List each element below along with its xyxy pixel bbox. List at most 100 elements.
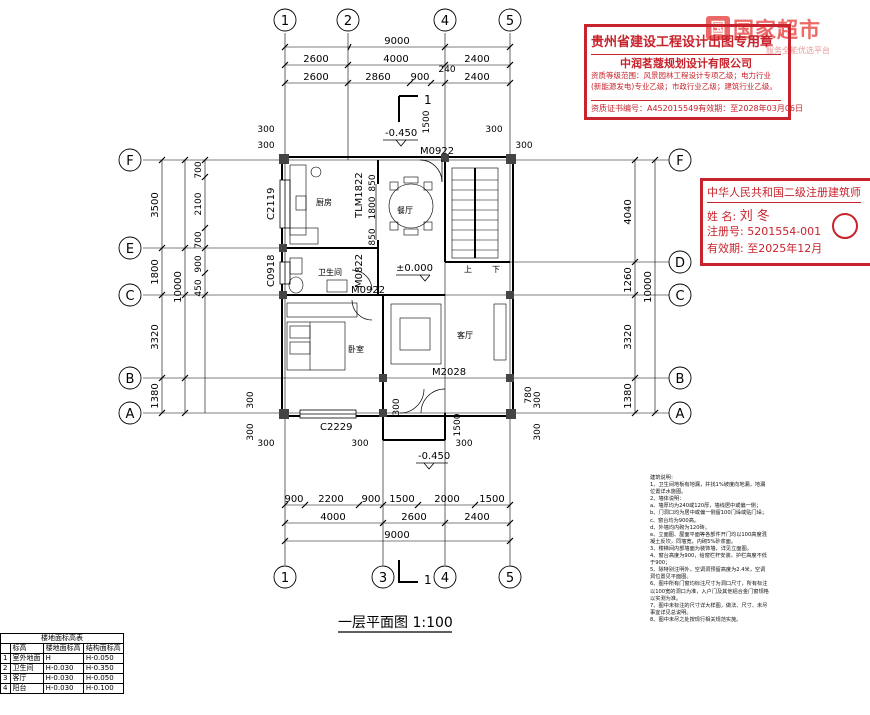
axis-label-right: C [675, 289, 684, 304]
dim-top-row2: 900 [410, 72, 429, 83]
table-cell: 卫生间 [9, 663, 44, 674]
axis-labels: 1 2 4 5 1 3 4 5 F E C B A F D C B A [125, 14, 685, 586]
table-col-header: 楼地面标高 [42, 643, 84, 654]
window-tag: C2229 [320, 422, 352, 433]
level-outdoor-top: -0.450 [385, 128, 417, 139]
axis-label-top: 4 [441, 14, 449, 29]
level-indoor: ±0.000 [396, 263, 433, 274]
stair-up: 上 [464, 265, 472, 274]
architect-name-row: 姓 名: 刘冬 [707, 205, 774, 224]
table-row: 3 客厅 H-0.030 H-0.050 [0, 673, 125, 684]
dim-top-row1: 2400 [464, 54, 489, 65]
room-kitchen: 厨房 [316, 197, 332, 207]
dim-bottom-row1: 900 [284, 494, 303, 505]
furniture [286, 164, 507, 371]
architect-name-label: 姓 名: [707, 210, 737, 223]
dim-right-outer: 4040 [623, 199, 634, 224]
table-cell: 2 [0, 663, 11, 674]
table-col-header: 结构面标高 [82, 643, 125, 654]
note-line: 建筑说明： [650, 475, 676, 481]
note-line: 1、卫生间地板有地漏，并找1%坡度向地漏，地漏位置详水施图。 [650, 482, 766, 496]
dim-top-row1: 2600 [303, 54, 328, 65]
table-cell: 1 [0, 653, 11, 664]
dim-bottom-row2: 2400 [464, 512, 489, 523]
dim-top-total: 9000 [384, 36, 409, 47]
door-tag: TLM1822 [354, 172, 365, 219]
dim-bottom-row1: 2000 [434, 494, 459, 505]
dim-wall: 300 [257, 125, 274, 135]
dim-right-total: 10000 [643, 271, 654, 303]
window-tag: C2119 [266, 188, 277, 220]
dim-bottom-row1: 900 [361, 494, 380, 505]
axis-label-bottom: 3 [379, 571, 387, 586]
dim-wall: 300 [455, 439, 472, 449]
stamp-company: 中润茗蔻规划设计有限公司 [591, 54, 781, 71]
table-cell: 室外地面 [9, 653, 44, 664]
dimension-lines [161, 46, 656, 542]
dim-wall: 300 [533, 391, 543, 408]
axis-label-right: A [676, 407, 685, 422]
dim-left-inner: 700 [194, 161, 204, 178]
dimension-ticks [158, 43, 659, 545]
columns [279, 154, 516, 419]
table-row: 1 室外地面 H H-0.050 [0, 653, 125, 664]
axis-label-left: E [126, 242, 134, 257]
table-col-header: 标高 [9, 643, 44, 654]
table-cell: 3 [0, 673, 11, 684]
dim-left-outer: 3500 [150, 192, 161, 217]
architect-stamp: 中华人民共和国二级注册建筑师 姓 名: 刘冬 注册号: 5201554-001 … [700, 178, 870, 266]
note-line: a、墙厚均为240或120厚，墙线居中或偏一侧； [650, 503, 762, 510]
table-cell: H-0.050 [82, 673, 125, 684]
table-cell: 客厅 [9, 673, 44, 684]
dim-wall: 300 [246, 423, 256, 440]
design-stamp: 贵州省建设工程设计出图专用章 中润茗蔻规划设计有限公司 资质等级范围：风景园林工… [584, 24, 803, 120]
dim-small: 1500 [453, 413, 463, 436]
dim-left-inner: 2100 [194, 192, 204, 215]
dim-wall: 300 [533, 423, 543, 440]
dim-top-row1: 4000 [383, 54, 408, 65]
dim-left-total: 10000 [173, 271, 184, 303]
stamp-scope-line: (新能源发电)专业乙级；市政行业乙级；建筑行业乙级。 [591, 82, 777, 91]
note-line: b、门洞口均为居中或偏一侧留100门垛或贴门垛； [650, 510, 767, 517]
dim-left-outer: 3320 [150, 324, 161, 349]
axis-label-left: C [125, 289, 134, 304]
note-line: 5、除特别注明外，空调洞预留高度为2.4米，空调洞位置见平面图。 [650, 567, 766, 581]
table-row: 2 卫生间 H-0.030 H-0.350 [0, 663, 125, 674]
note-line: 6、图中所有门窗均标注尺寸为洞口尺寸，所有标注以100宽的洞口为准，入户门及其他… [650, 581, 769, 602]
note-line: c、窗台均为900高。 [650, 517, 700, 524]
architect-name: 刘冬 [739, 209, 774, 224]
dim-small: 780 [524, 386, 534, 403]
level-marks [383, 139, 448, 470]
dim-left-outer: 1800 [150, 259, 161, 284]
dim-top-small: 240 [438, 65, 455, 75]
dim-right-outer: 1260 [623, 267, 634, 292]
watermark-title: 国家超市 [733, 18, 821, 42]
axis-label-right: F [676, 154, 683, 169]
dim-wall: 300 [515, 141, 532, 151]
architect-title: 中华人民共和国二级注册建筑师 [707, 184, 861, 203]
watermark: 国 国家超市 服务全能优选平台 [700, 8, 870, 58]
dim-wall: 300 [392, 398, 402, 415]
dimension-texts: 9000 2600 4000 2400 2600 2860 900 2400 2… [150, 36, 654, 541]
table-cell: H-0.100 [82, 683, 125, 694]
table-cell: H [42, 653, 84, 664]
dim-wall: 300 [257, 141, 274, 151]
axis-label-bottom: 4 [441, 571, 449, 586]
note-line: 4、窗台高度为900，给窗栏杆安装，护栏高度不低于900； [650, 553, 767, 567]
axis-bubbles [118, 8, 692, 589]
room-living: 客厅 [457, 330, 473, 340]
dim-top-row2: 2400 [464, 72, 489, 83]
door-tag: M0922 [351, 285, 385, 296]
dim-top-row2: 2860 [365, 72, 390, 83]
dim-right-outer: 1380 [623, 383, 634, 408]
door-tag: M0822 [354, 254, 365, 288]
level-outdoor-bottom: -0.450 [418, 451, 450, 462]
axis-label-bottom: 1 [281, 571, 289, 586]
watermark-logo: 国 [706, 16, 730, 40]
dim-kitchen: 850 [368, 228, 378, 245]
dim-wall: 300 [485, 125, 502, 135]
axis-label-left: F [126, 154, 133, 169]
table-cell: 4 [0, 683, 11, 694]
